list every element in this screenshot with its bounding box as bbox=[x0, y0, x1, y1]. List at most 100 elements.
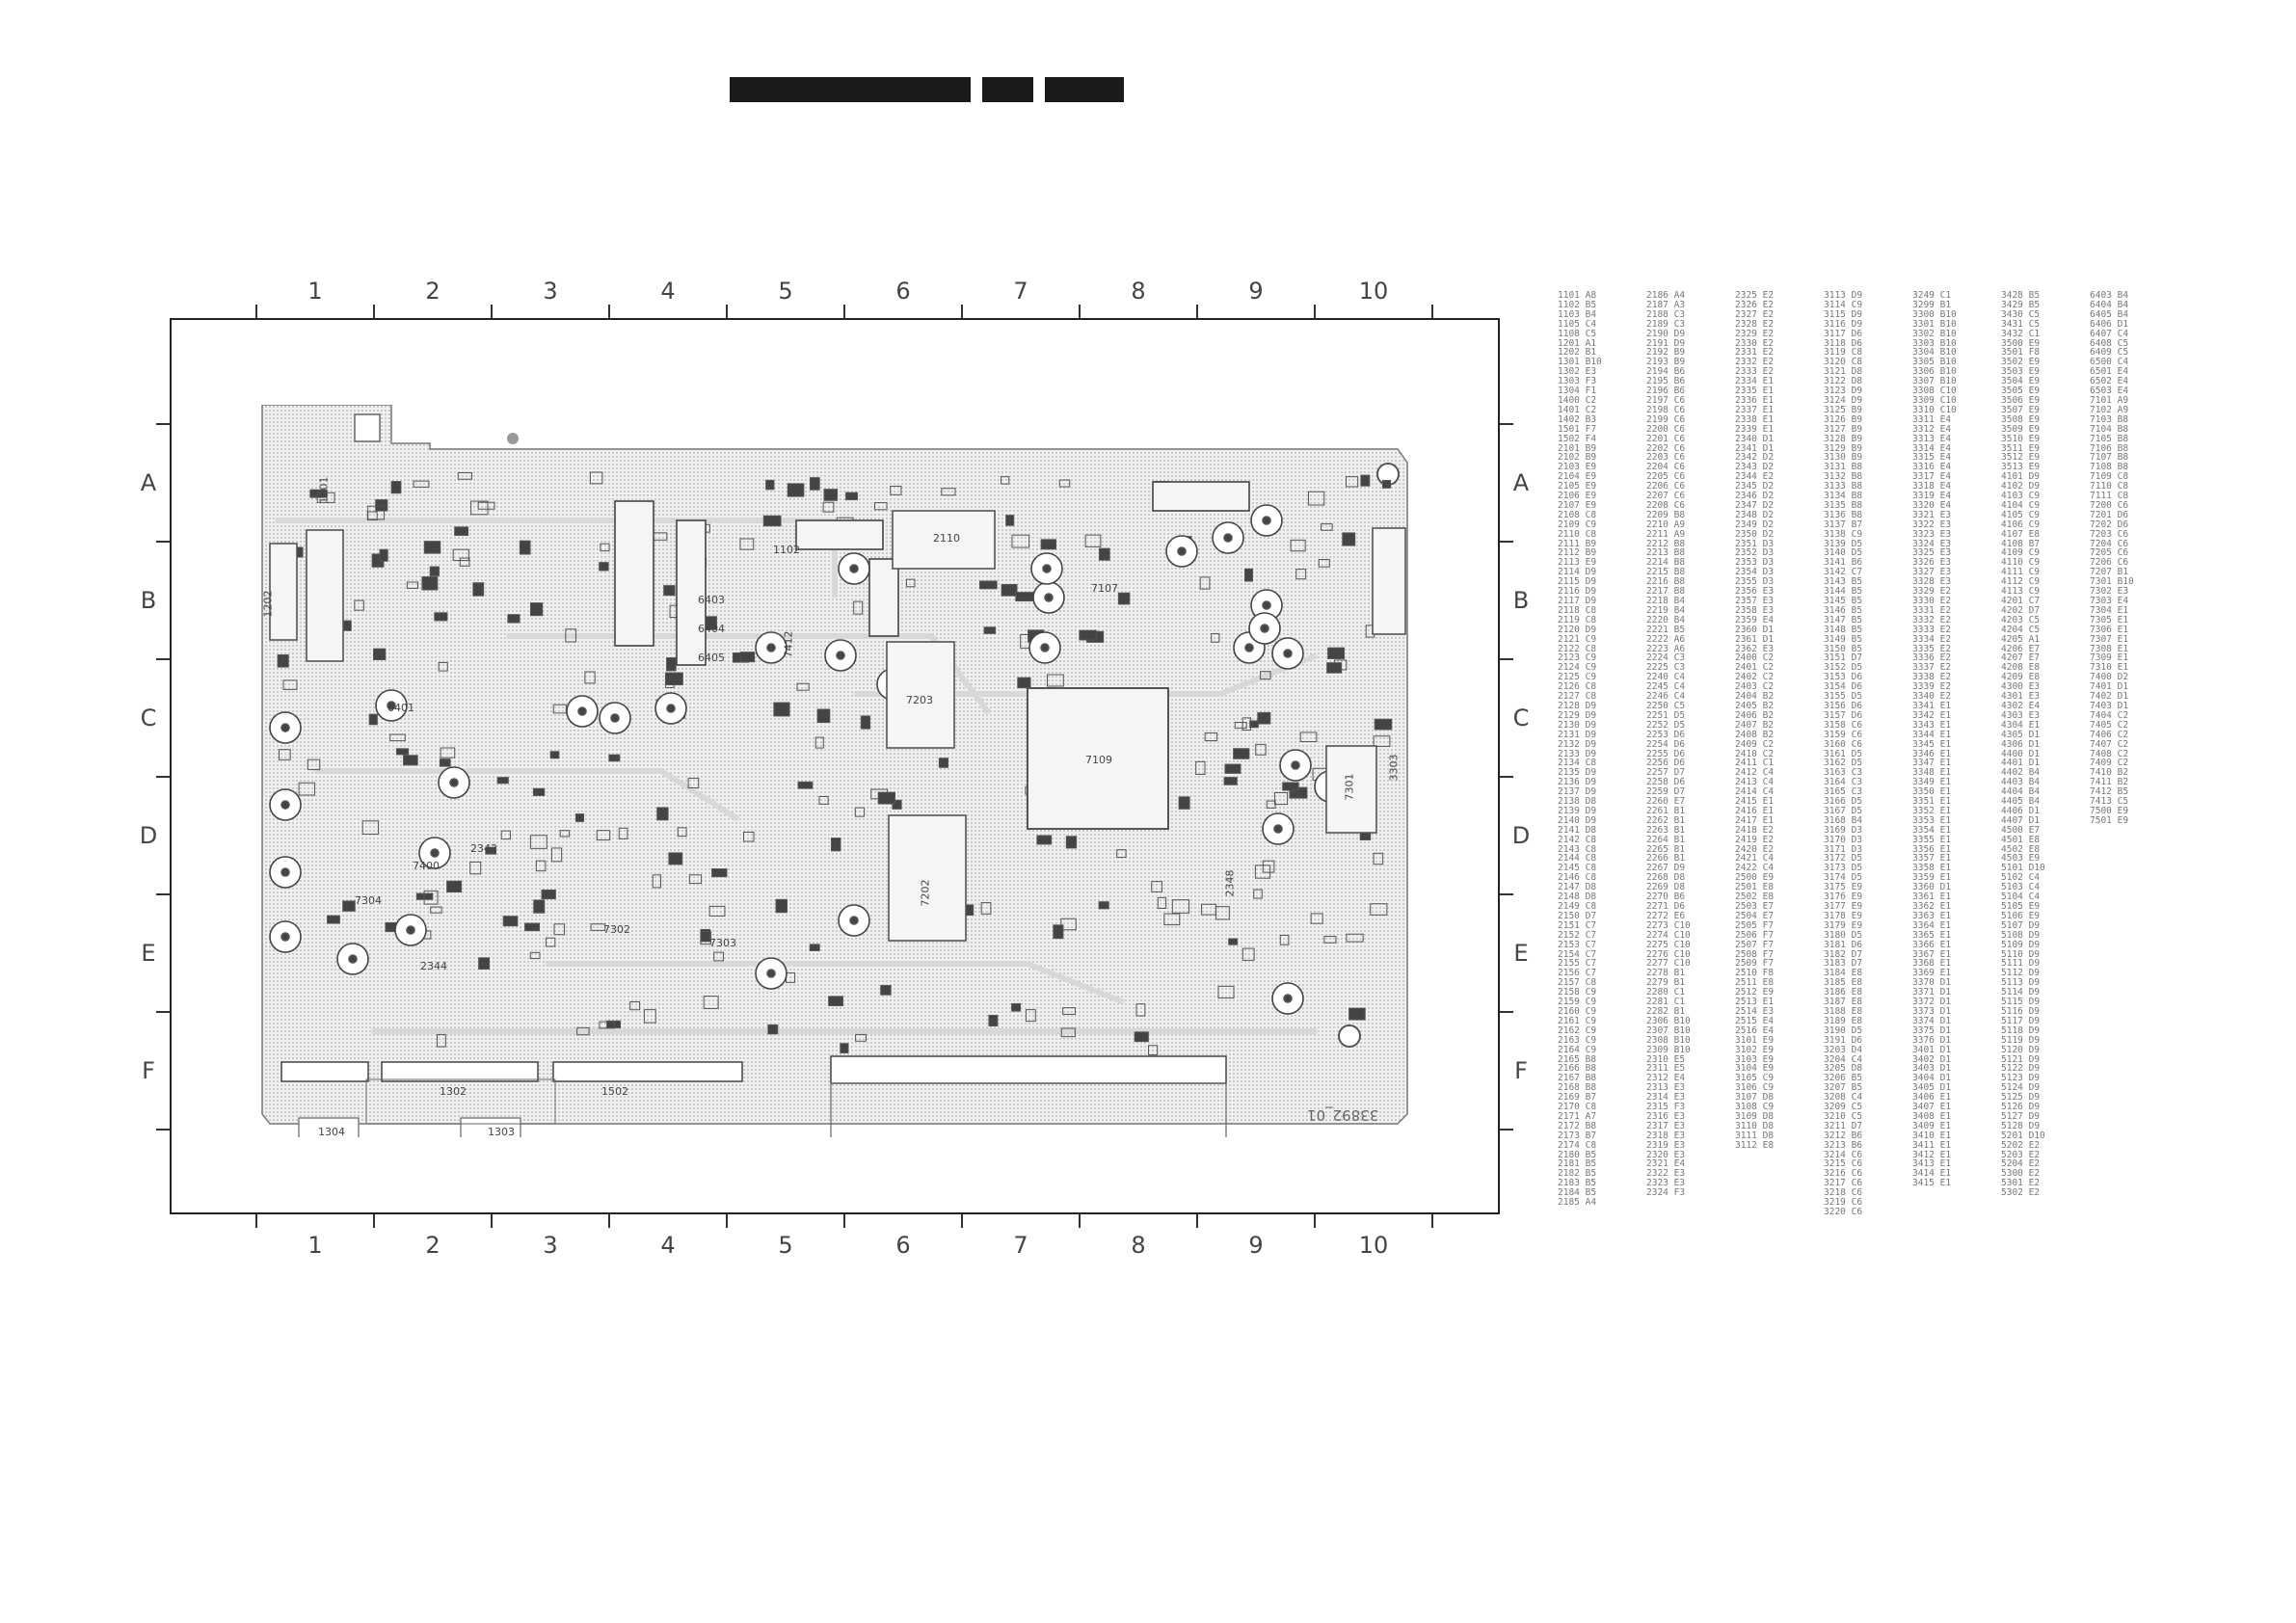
label-1303: 1303 bbox=[488, 1126, 515, 1138]
smd-pad bbox=[535, 860, 547, 872]
smd-pad bbox=[1211, 633, 1220, 643]
ic-7301 bbox=[1325, 745, 1377, 834]
smd-pad bbox=[454, 526, 469, 536]
smd-pad bbox=[1326, 662, 1343, 674]
smd-pad bbox=[584, 671, 596, 684]
column-label-8: 8 bbox=[1131, 278, 1145, 305]
smd-pad bbox=[742, 831, 755, 842]
column-label-10: 10 bbox=[1359, 278, 1389, 305]
header-connector bbox=[676, 519, 707, 666]
pcb-outline bbox=[261, 404, 1408, 1125]
label-7304: 7304 bbox=[355, 894, 382, 907]
smd-pad bbox=[423, 890, 439, 905]
smd-pad bbox=[1001, 583, 1018, 597]
row-label-A: A bbox=[1513, 469, 1530, 496]
smd-pad bbox=[797, 781, 814, 789]
row-label-D: D bbox=[140, 822, 157, 849]
label-6403: 6403 bbox=[698, 594, 725, 606]
smd-pad bbox=[854, 807, 866, 817]
smd-pad bbox=[1373, 735, 1391, 747]
smd-pad bbox=[477, 501, 495, 510]
smd-pad bbox=[1346, 933, 1364, 943]
label-7202: 7202 bbox=[919, 879, 932, 907]
column-label-9: 9 bbox=[1248, 278, 1263, 305]
smd-pad bbox=[1098, 547, 1110, 561]
smd-pad bbox=[519, 540, 531, 555]
smd-pad bbox=[1360, 474, 1371, 487]
smd-pad bbox=[677, 827, 687, 838]
smd-pad bbox=[1157, 896, 1167, 909]
capacitor-pin bbox=[1223, 533, 1233, 543]
smd-pad bbox=[309, 489, 328, 498]
label-7412: 7412 bbox=[782, 630, 795, 658]
smd-pad bbox=[708, 905, 726, 917]
smd-pad bbox=[941, 488, 956, 496]
smd-pad bbox=[775, 898, 788, 914]
capacitor-pin bbox=[280, 932, 290, 942]
capacitor-pin bbox=[836, 651, 845, 660]
header-bar-3 bbox=[1045, 77, 1124, 102]
smd-pad bbox=[703, 996, 719, 1010]
header-bar-2 bbox=[982, 77, 1033, 102]
smd-pad bbox=[1260, 671, 1271, 680]
smd-pad bbox=[1323, 936, 1337, 944]
connector-body bbox=[365, 1078, 556, 1125]
smd-pad bbox=[687, 778, 700, 788]
smd-pad bbox=[1307, 491, 1325, 506]
smd-pad bbox=[809, 944, 820, 951]
smd-pad bbox=[500, 830, 511, 840]
smd-pad bbox=[845, 492, 858, 501]
header-connector bbox=[868, 558, 899, 637]
connector-outline bbox=[381, 1061, 539, 1082]
smd-pad bbox=[796, 682, 810, 691]
smd-pad bbox=[762, 515, 782, 527]
row-label-B: B bbox=[141, 587, 156, 614]
smd-pad bbox=[739, 538, 755, 550]
capacitor-pin bbox=[1262, 516, 1271, 525]
label-1201: 1201 bbox=[317, 476, 331, 504]
legend-column-5: 3249 C1 3299 B1 3300 B10 3301 B10 3302 B… bbox=[1912, 291, 1957, 1189]
capacitor-pin bbox=[1291, 760, 1300, 770]
label-7301: 7301 bbox=[1343, 773, 1356, 801]
smd-pad bbox=[1098, 901, 1109, 910]
smd-pad bbox=[1178, 796, 1190, 810]
smd-pad bbox=[599, 1021, 615, 1029]
smd-pad bbox=[1370, 903, 1388, 916]
smd-pad bbox=[1204, 732, 1218, 742]
smd-pad bbox=[430, 906, 442, 914]
smd-pad bbox=[1163, 913, 1181, 926]
smd-pad bbox=[390, 481, 402, 494]
column-label-3: 3 bbox=[543, 278, 557, 305]
label-6404: 6404 bbox=[698, 623, 725, 635]
connector-outline bbox=[280, 1061, 369, 1082]
smd-pad bbox=[1373, 852, 1384, 865]
mounting-hole bbox=[1338, 1024, 1361, 1048]
row-label-B: B bbox=[1513, 587, 1529, 614]
label-2342: 2342 bbox=[470, 842, 497, 855]
smd-pad bbox=[600, 543, 610, 552]
capacitor-pin bbox=[1273, 824, 1283, 834]
capacitor-pin bbox=[610, 713, 620, 723]
smd-pad bbox=[367, 505, 385, 520]
smd-pad bbox=[1053, 924, 1064, 940]
legend-column-2: 2186 A4 2187 A3 2188 C3 2189 C3 2190 D9 … bbox=[1646, 291, 1691, 1199]
smd-pad bbox=[652, 874, 661, 889]
smd-pad bbox=[1001, 476, 1010, 485]
smd-pad bbox=[439, 758, 451, 767]
smd-pad bbox=[1084, 534, 1102, 547]
smd-pad bbox=[423, 541, 441, 554]
smd-pad bbox=[389, 733, 406, 742]
ic-1201 bbox=[306, 529, 344, 662]
smd-pad bbox=[524, 922, 541, 932]
column-label-5: 5 bbox=[778, 1232, 792, 1259]
smd-pad bbox=[688, 874, 703, 885]
smd-pad bbox=[1224, 763, 1241, 774]
smd-pad bbox=[873, 502, 888, 511]
smd-pad bbox=[457, 472, 473, 480]
smd-pad bbox=[1201, 903, 1216, 916]
smd-pad bbox=[379, 548, 388, 562]
label-6401: 6401 bbox=[387, 702, 414, 714]
smd-pad bbox=[533, 899, 546, 914]
label-7109: 7109 bbox=[1085, 754, 1112, 766]
capacitor-pin bbox=[280, 867, 290, 877]
